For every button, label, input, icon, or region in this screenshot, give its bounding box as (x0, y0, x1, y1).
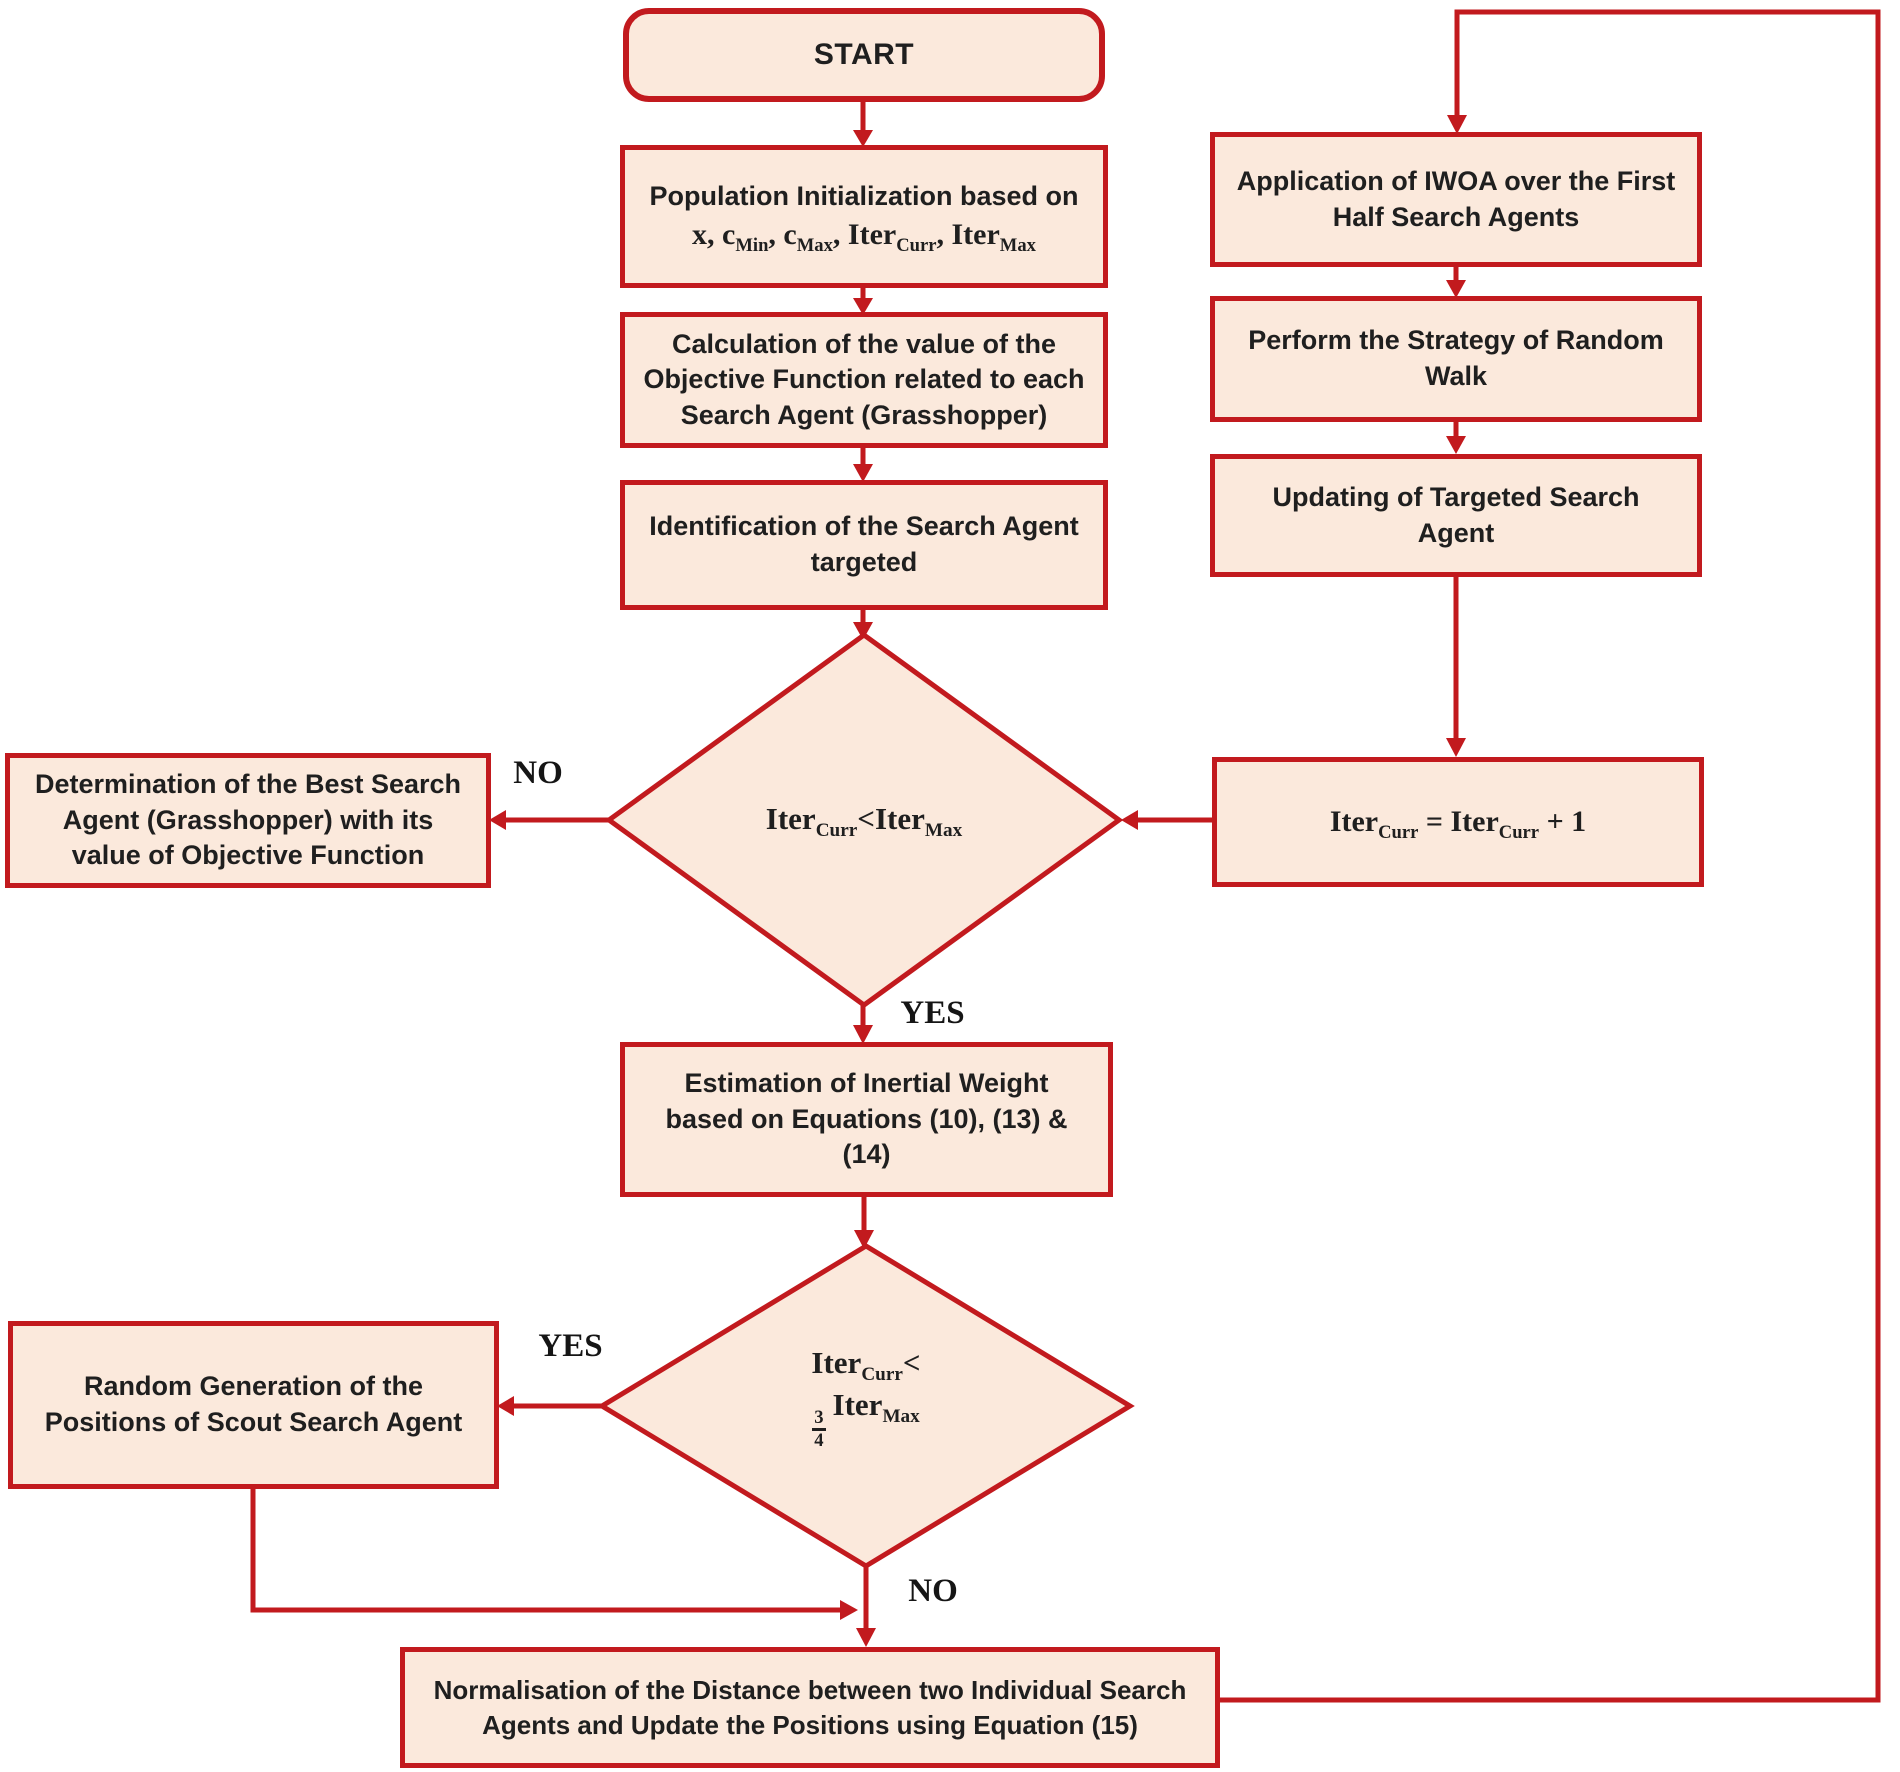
arrowhead (856, 1628, 876, 1647)
decision1-yes-label: YES (900, 995, 965, 1031)
updating-target-node: Updating of Targeted Search Agent (1210, 454, 1702, 577)
arrowhead (853, 1025, 873, 1044)
iteration-increment-text: IterCurr = IterCurr + 1 (1329, 805, 1587, 844)
decision1-diamond (604, 631, 1124, 1009)
arrowhead (853, 130, 873, 147)
identification-node: Identification of the Search Agent targe… (620, 480, 1108, 610)
iteration-increment-node: IterCurr = IterCurr + 1 (1212, 757, 1704, 887)
arrowhead (489, 810, 506, 830)
arrowhead (853, 464, 873, 482)
arrowhead (497, 1396, 514, 1416)
updating-target-text: Updating of Targeted Search Agent (1272, 481, 1640, 548)
connector-arrowheads (489, 115, 1467, 1647)
determination-text: Determination of the Best Search Agent (… (34, 769, 462, 871)
random-walk-text: Perform the Strategy of Random Walk (1248, 325, 1664, 391)
random-generation-node: Random Generation of the Positions of Sc… (8, 1321, 499, 1489)
decision2-yes-label: YES (538, 1328, 603, 1364)
arrowhead (853, 298, 873, 315)
start-node: START (623, 8, 1105, 102)
decision2-line1: IterCurr< (811, 1345, 921, 1386)
arrowhead (1121, 810, 1138, 830)
arrowhead (1446, 738, 1466, 757)
decision1-no-label: NO (513, 755, 563, 791)
population-init-text: Population Initialization based on (649, 180, 1079, 211)
application-iwoa-node: Application of IWOA over the First Half … (1210, 132, 1702, 267)
estimation-text: Estimation of Inertial Weight based on E… (665, 1068, 1068, 1170)
arrowhead (1447, 115, 1467, 134)
objective-calc-node: Calculation of the value of the Objectiv… (620, 312, 1108, 448)
arrowhead (1446, 436, 1466, 454)
objective-calc-text: Calculation of the value of the Objectiv… (643, 328, 1085, 430)
edge-randomgen-join (250, 1489, 842, 1613)
normalisation-node: Normalisation of the Distance between tw… (400, 1647, 1220, 1768)
estimation-node: Estimation of Inertial Weight based on E… (620, 1042, 1113, 1197)
population-init-node: Population Initialization based on x, cM… (620, 145, 1108, 288)
arrowhead (854, 1230, 874, 1249)
population-init-params: x, cMin, cMax, IterCurr, IterMax (692, 217, 1036, 256)
determination-node: Determination of the Best Search Agent (… (5, 753, 491, 888)
decision2-diamond (597, 1243, 1135, 1569)
application-iwoa-text: Application of IWOA over the First Half … (1236, 165, 1676, 232)
decision2-no-label: NO (908, 1573, 958, 1609)
arrowhead (840, 1600, 858, 1620)
start-label: START (813, 38, 915, 72)
normalisation-text: Normalisation of the Distance between tw… (433, 1675, 1187, 1740)
random-generation-text: Random Generation of the Positions of Sc… (44, 1371, 463, 1437)
random-walk-node: Perform the Strategy of Random Walk (1210, 296, 1702, 422)
arrowhead (1446, 280, 1466, 298)
arrowhead (853, 622, 873, 640)
decision1-text: IterCurr<IterMax (765, 801, 963, 842)
identification-text: Identification of the Search Agent targe… (649, 511, 1079, 577)
decision-diamonds (597, 631, 1135, 1569)
edge-normalisation-application-loop (1220, 9, 1881, 1703)
